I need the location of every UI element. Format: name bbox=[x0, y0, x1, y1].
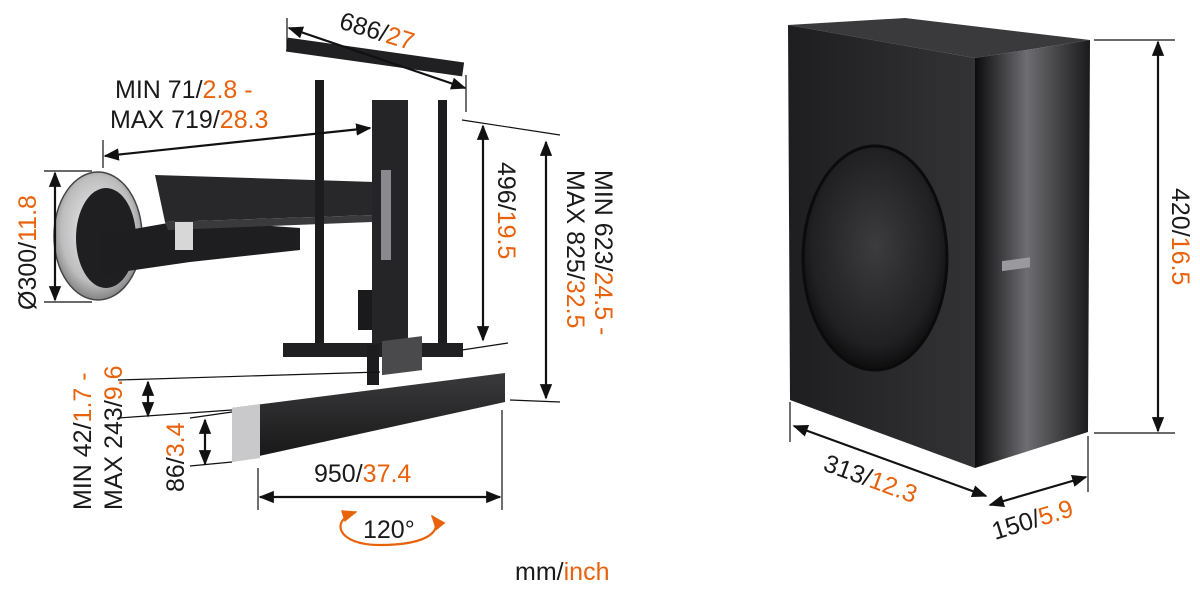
label-height-max: MAX 825/32.5 bbox=[561, 170, 589, 328]
subwoofer-driver bbox=[803, 146, 947, 370]
label-arm-reach-max: MAX 719/28.3 bbox=[110, 106, 268, 134]
label-subwoofer-height: 420/16.5 bbox=[1166, 188, 1194, 285]
subwoofer-side bbox=[975, 40, 1090, 468]
label-vesa-height: 496/19.5 bbox=[492, 162, 520, 259]
label-bar-gap-min: MIN 42/1.7 - bbox=[69, 372, 97, 510]
soundbar bbox=[232, 336, 505, 462]
dimension-lines bbox=[44, 18, 1175, 547]
label-bar-gap-max: MAX 243/9.6 bbox=[100, 365, 128, 510]
label-subwoofer-depth: 313/12.3 bbox=[820, 449, 921, 509]
label-soundbar-height: 86/3.4 bbox=[162, 422, 190, 492]
subwoofer-illustration bbox=[788, 18, 1090, 468]
subwoofer-top bbox=[788, 18, 1090, 58]
label-soundbar-width: 950/37.4 bbox=[314, 460, 411, 488]
mount-arm-upper bbox=[155, 175, 375, 222]
mount-arm-lower bbox=[100, 220, 300, 275]
label-wall-plate: Ø300/11.8 bbox=[14, 195, 42, 310]
label-arm-reach-min: MIN 71/2.8 - bbox=[115, 76, 253, 104]
rotation-arrow bbox=[339, 510, 446, 547]
units-legend: mm/inch bbox=[515, 558, 609, 586]
label-rotation: 120° bbox=[363, 516, 415, 544]
label-height-min: MIN 623/24.5 - bbox=[589, 170, 617, 335]
